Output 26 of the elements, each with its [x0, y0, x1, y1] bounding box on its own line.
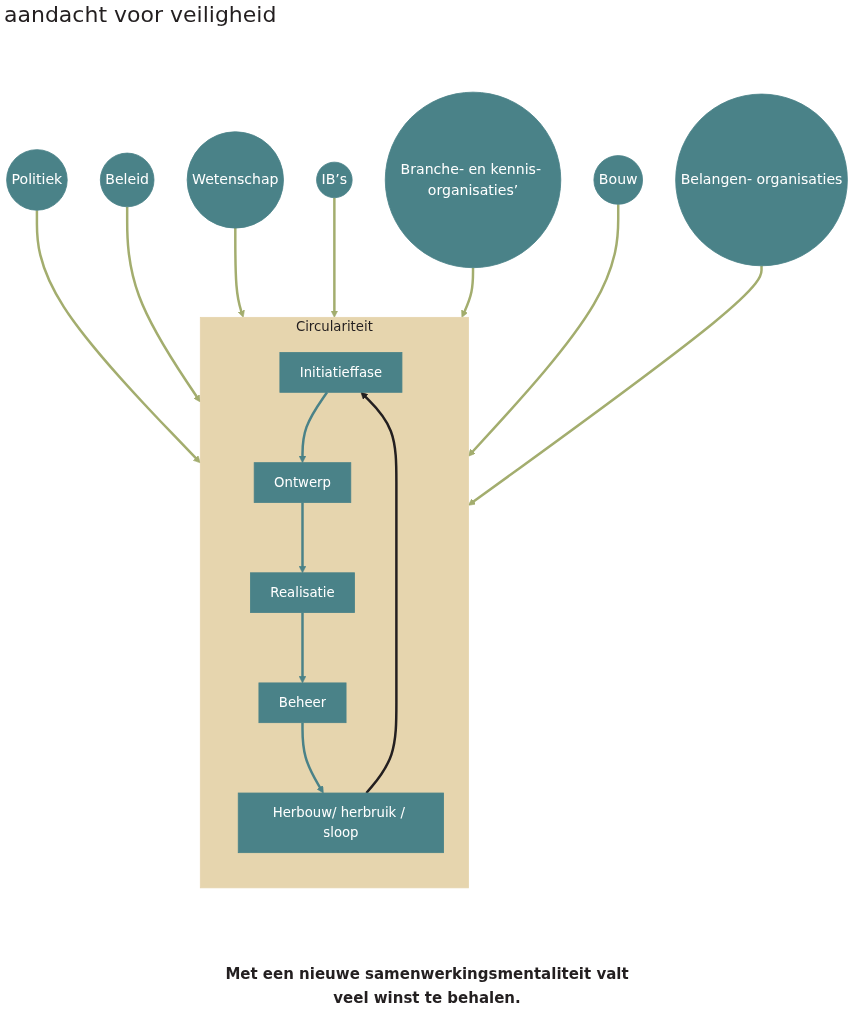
- node-circle: Bouw: [593, 155, 643, 205]
- arrow: [35, 210, 201, 464]
- arrow: [468, 265, 763, 506]
- node-circle: Belangen- organisaties: [675, 93, 848, 267]
- arrow: [298, 502, 307, 574]
- node-box: Ontwerp: [253, 462, 352, 503]
- arrow: [468, 204, 620, 457]
- node-circle: Beleid: [99, 152, 155, 208]
- caption: Met een nieuwe samenwerkingsmentaliteit valt veel winst te behalen.: [224, 964, 630, 1009]
- node-circle: Wetenschap: [186, 131, 284, 229]
- node-box: Beheer: [258, 682, 347, 724]
- arrow: [301, 722, 324, 794]
- arrow: [330, 197, 338, 318]
- arrow: [298, 391, 329, 463]
- node-circle: IB’s: [316, 161, 353, 199]
- arrow: [461, 267, 475, 318]
- arrow: [125, 206, 201, 403]
- arrow: [234, 228, 245, 318]
- node-box: Realisatie: [250, 572, 355, 613]
- node-circle: Branche- en kennis- organisaties’: [384, 91, 562, 269]
- arrow: [360, 391, 398, 794]
- node-box: Herbouw/ herbruik / sloop: [237, 792, 444, 854]
- node-circle: Politiek: [6, 149, 68, 211]
- heading: aandacht voor veiligheid: [4, 2, 277, 27]
- arrow: [298, 612, 307, 684]
- node-box: Initiatieffase: [279, 352, 403, 393]
